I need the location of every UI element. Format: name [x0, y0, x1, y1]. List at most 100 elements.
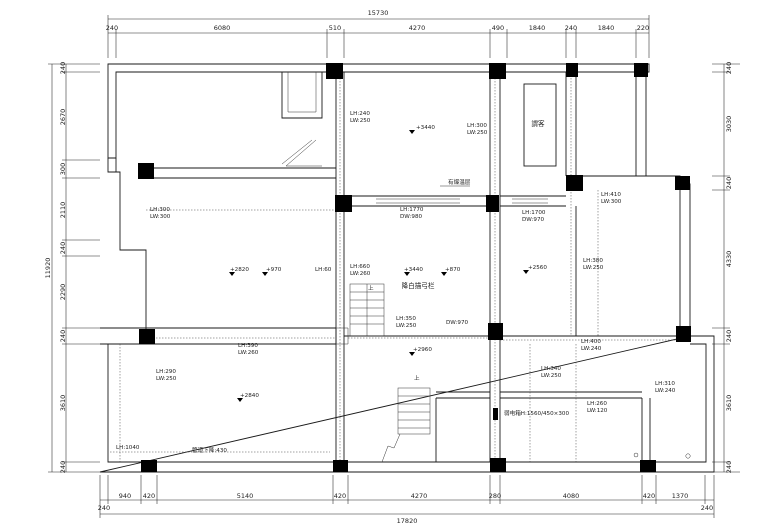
left-dim-5: 240 — [59, 242, 67, 254]
floor-heating-note: 有爆温层 — [448, 178, 471, 186]
column — [139, 329, 155, 344]
columns — [138, 63, 691, 472]
guest-bed — [523, 83, 557, 167]
left-total-dim: 11920 — [44, 258, 52, 279]
room-label-guest: 謂客 — [531, 119, 545, 128]
left-dim-1: 240 — [59, 62, 67, 74]
beam-note: LW:250 — [583, 265, 604, 271]
beam-note: LH:410 — [601, 192, 621, 198]
beam-note: DW:970 — [522, 217, 545, 223]
elevation-label: +870 — [445, 267, 461, 273]
right-dim-4: 4330 — [725, 251, 733, 268]
left-dimension-chain: 240 2670 300 2110 240 2290 240 3610 240 … — [44, 62, 100, 473]
beam-note: LH:380 — [583, 258, 603, 264]
top-dimension-chain: 15730 240 6080 510 4270 490 1840 240 184… — [106, 9, 650, 58]
bottom-dim-10: 1370 — [672, 492, 689, 500]
beam-note: LW:250 — [541, 373, 562, 379]
right-dim-7: 240 — [725, 461, 733, 473]
top-dim-3: 510 — [329, 24, 341, 32]
room-label-living: 降白描弓栏 — [402, 281, 435, 290]
right-dim-1: 240 — [725, 62, 733, 74]
column — [676, 326, 691, 342]
left-dim-7: 240 — [59, 330, 67, 342]
misc-note-lh60: LH:60 — [315, 267, 332, 273]
top-total-dim: 15730 — [368, 9, 389, 17]
bottom-dim-8: 4080 — [563, 492, 580, 500]
beam-note: LW:250 — [156, 376, 177, 382]
beam-note: LH:260 — [587, 401, 607, 407]
misc-note-dw970: DW:970 — [446, 320, 469, 326]
stairs-lower — [381, 387, 431, 463]
bottom-dim-2: 940 — [119, 492, 131, 500]
beam-note: LH:1770 — [400, 207, 424, 213]
beam-note: LH:300 — [150, 207, 170, 213]
beam-note: LW:250 — [350, 118, 371, 124]
misc-note-lh1040: LH:1040 — [116, 445, 140, 451]
column — [489, 63, 506, 79]
beam-note: LW:250 — [467, 130, 488, 136]
column — [333, 460, 348, 472]
beam-note: LW:260 — [350, 271, 371, 277]
beam-note: LH:1700 — [522, 210, 546, 216]
left-dim-4: 2110 — [59, 202, 67, 219]
beam-note: LW:260 — [238, 350, 259, 356]
top-dim-2: 6080 — [214, 24, 231, 32]
top-dim-1: 240 — [106, 24, 118, 32]
beam-lines — [110, 72, 680, 462]
column — [566, 175, 583, 191]
beam-note: LH:400 — [581, 339, 601, 345]
column — [490, 458, 506, 472]
beam-note: LW:120 — [587, 408, 608, 414]
column — [675, 176, 690, 190]
bottom-dim-6: 4270 — [411, 492, 428, 500]
beam-note: LH:300 — [467, 123, 487, 129]
elevation-label: +2840 — [240, 393, 259, 399]
bottom-total-dim: 17820 — [397, 517, 418, 525]
elevation-label: +3440 — [416, 125, 435, 131]
drain-symbol — [633, 452, 639, 458]
column — [493, 408, 498, 420]
column — [326, 63, 343, 79]
left-dim-3: 300 — [59, 163, 67, 175]
drain-symbol — [685, 453, 691, 459]
elevation-markers — [229, 130, 529, 402]
pipe-note: 管道下降:430 — [192, 446, 227, 454]
beam-note: LH:310 — [655, 381, 675, 387]
beam-note: LH:350 — [396, 316, 416, 322]
meter-box-note: 弱电箱H:1560/450×300 — [504, 409, 569, 417]
right-dimension-chain: 240 3030 240 4330 240 3610 240 — [712, 62, 740, 473]
column — [141, 460, 157, 472]
column — [138, 163, 154, 179]
top-dim-5: 490 — [492, 24, 504, 32]
column — [566, 63, 578, 77]
left-dim-6: 2290 — [59, 284, 67, 301]
beam-note: DW:980 — [400, 214, 423, 220]
beam-note: LH:290 — [156, 369, 176, 375]
right-dim-5: 240 — [725, 330, 733, 342]
beam-note: LH:240 — [350, 111, 370, 117]
bottom-dim-1: 240 — [98, 504, 110, 512]
top-dim-8: 1840 — [598, 24, 615, 32]
bottom-dim-5: 420 — [334, 492, 346, 500]
beam-notes: LH:240 LW:250 LH:300 LW:250 LH:300 LW:30… — [150, 111, 676, 414]
right-dim-6: 3610 — [725, 395, 733, 412]
bottom-dim-7: 280 — [489, 492, 501, 500]
walls — [99, 63, 715, 473]
elevation-label: +970 — [266, 267, 282, 273]
beam-note: LH:660 — [350, 264, 370, 270]
bottom-dim-11: 240 — [701, 504, 713, 512]
top-dim-9: 220 — [637, 24, 649, 32]
elevation-label: +2960 — [413, 347, 432, 353]
top-dim-7: 240 — [565, 24, 577, 32]
bottom-dim-9: 420 — [643, 492, 655, 500]
right-dim-2: 3030 — [725, 116, 733, 133]
column — [335, 195, 352, 212]
stairs-upper — [349, 283, 385, 337]
beam-note: LH:340 — [541, 366, 561, 372]
left-dim-9: 240 — [59, 461, 67, 473]
column — [640, 460, 656, 472]
column — [488, 323, 503, 340]
beam-note: LW:300 — [601, 199, 622, 205]
elevation-label: +2560 — [528, 265, 547, 271]
